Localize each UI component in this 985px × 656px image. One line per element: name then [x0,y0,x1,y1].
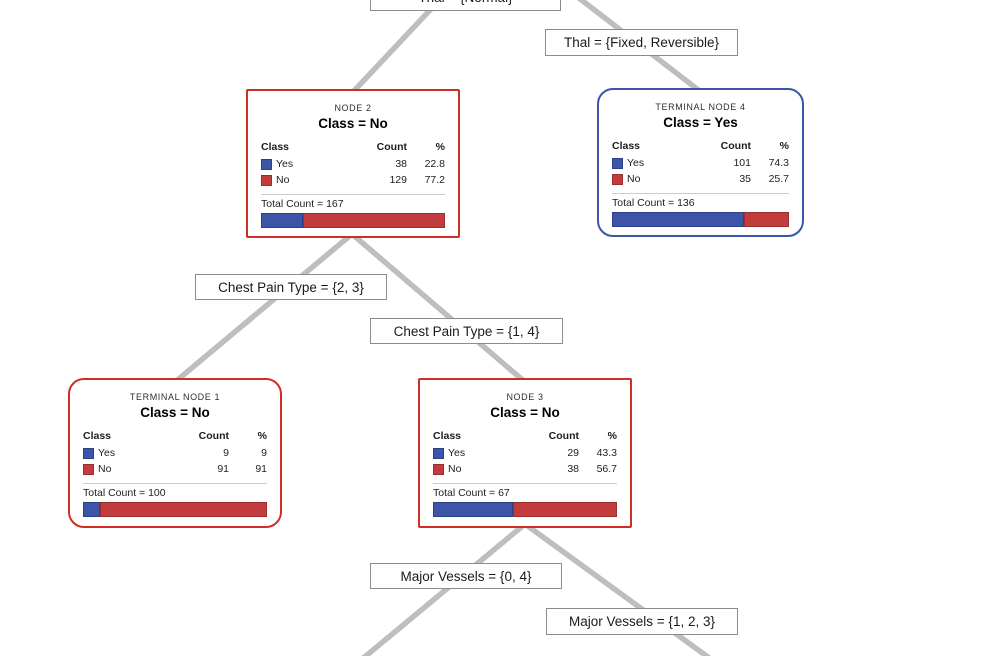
row-label: No [98,463,112,475]
split-label-thal-normal: Thal = {Normal} [370,0,561,11]
bar-segment-yes [83,502,100,517]
row-label: Yes [448,447,466,459]
no-class-swatch [433,463,444,475]
node-title: TERMINAL NODE 4 [655,102,746,112]
row-pct: 22.8 [424,158,445,170]
table-row-no: No 129 77.2 [261,172,445,188]
edge-node2-to-terminal1 [173,231,354,385]
row-pct: 56.7 [596,463,617,475]
row-pct: 25.7 [768,173,789,185]
node-title: TERMINAL NODE 1 [129,392,221,402]
col-header-pct: % [779,140,789,152]
row-label: No [448,463,462,475]
col-header-class: Class [612,140,641,152]
yes-class-swatch [261,158,272,170]
col-header-pct: % [607,430,617,442]
node-title: NODE 2 [334,103,372,113]
split-label-major-vessels-1-2-3: Major Vessels = {1, 2, 3} [546,608,738,635]
row-count: 129 [389,174,407,186]
bar-segment-yes [261,213,303,228]
total-count-label: Total Count = 67 [433,487,510,499]
no-class-swatch [261,174,272,186]
bar-segment-no [99,502,267,517]
row-count: 9 [223,447,229,459]
row-pct: 74.3 [768,157,789,169]
table-row-yes: Yes 29 43.3 [433,445,617,461]
row-count: 101 [733,157,751,169]
row-count: 91 [217,463,229,475]
node-predicted-class: Class = Yes [663,115,738,130]
node-predicted-class: Class = No [140,405,210,420]
bar-segment-no [302,213,445,228]
table-row-no: No 91 91 [83,461,267,477]
bar-segment-yes [433,502,513,517]
row-pct: 43.3 [596,447,617,459]
class-count-table: Class Count % Yes 9 9 No 91 91 [83,429,267,477]
yes-class-swatch [433,447,444,459]
tree-terminal-node-4[interactable]: TERMINAL NODE 4 Class = Yes Class Count … [597,88,804,237]
no-class-swatch [612,173,623,185]
table-row-yes: Yes 38 22.8 [261,156,445,172]
divider [612,193,789,194]
node-title: NODE 3 [506,392,544,402]
yes-class-swatch [83,447,94,459]
tree-node-2[interactable]: NODE 2 Class = No Class Count % Yes 38 2… [246,89,460,238]
split-label-thal-fixed-reversible: Thal = {Fixed, Reversible} [545,29,738,56]
class-distribution-bar [433,502,617,517]
col-header-class: Class [433,430,462,442]
class-distribution-bar [261,213,445,228]
row-label: No [276,174,290,186]
edge-node3-to-left-child [361,521,527,656]
yes-class-swatch [612,157,623,169]
split-label-major-vessels-0-4: Major Vessels = {0, 4} [370,563,562,589]
table-row-no: No 35 25.7 [612,171,789,187]
total-count-label: Total Count = 167 [261,198,344,210]
tree-node-3[interactable]: NODE 3 Class = No Class Count % Yes 29 4… [418,378,632,528]
divider [433,483,617,484]
total-count-label: Total Count = 136 [612,197,695,209]
class-count-table: Class Count % Yes 29 43.3 No 38 56.7 [433,429,617,477]
table-row-yes: Yes 9 9 [83,445,267,461]
divider [261,194,445,195]
col-header-pct: % [435,141,445,153]
col-header-count: Count [376,141,407,153]
bar-segment-yes [612,212,744,227]
split-label-chest-pain-2-3: Chest Pain Type = {2, 3} [195,274,387,300]
class-count-table: Class Count % Yes 38 22.8 No 129 77.2 [261,140,445,188]
row-pct: 91 [255,463,267,475]
node-predicted-class: Class = No [318,116,388,131]
row-label: No [627,173,641,185]
col-header-count: Count [720,140,751,152]
col-header-class: Class [83,430,112,442]
no-class-swatch [83,463,94,475]
edge-node2-to-node3 [350,231,527,385]
row-label: Yes [276,158,294,170]
total-count-label: Total Count = 100 [83,487,166,499]
row-count: 29 [567,447,579,459]
col-header-class: Class [261,141,290,153]
col-header-pct: % [257,430,267,442]
row-pct: 77.2 [424,174,445,186]
row-count: 35 [739,173,751,185]
class-count-table: Class Count % Yes 101 74.3 No 35 25.7 [612,139,789,187]
divider [83,483,267,484]
node-predicted-class: Class = No [490,405,560,420]
table-row-no: No 38 56.7 [433,461,617,477]
row-count: 38 [395,158,407,170]
table-row-yes: Yes 101 74.3 [612,155,789,171]
col-header-count: Count [198,430,229,442]
tree-terminal-node-1[interactable]: TERMINAL NODE 1 Class = No Class Count %… [68,378,282,528]
split-label-chest-pain-1-4: Chest Pain Type = {1, 4} [370,318,563,344]
col-header-count: Count [548,430,579,442]
edge-node3-to-right-child [523,521,712,656]
class-distribution-bar [83,502,267,517]
bar-segment-no [512,502,617,517]
row-label: Yes [627,157,645,169]
row-label: Yes [98,447,116,459]
row-pct: 9 [261,447,267,459]
edge-root-to-node2 [349,0,444,95]
class-distribution-bar [612,212,789,227]
bar-segment-no [743,212,789,227]
row-count: 38 [567,463,579,475]
